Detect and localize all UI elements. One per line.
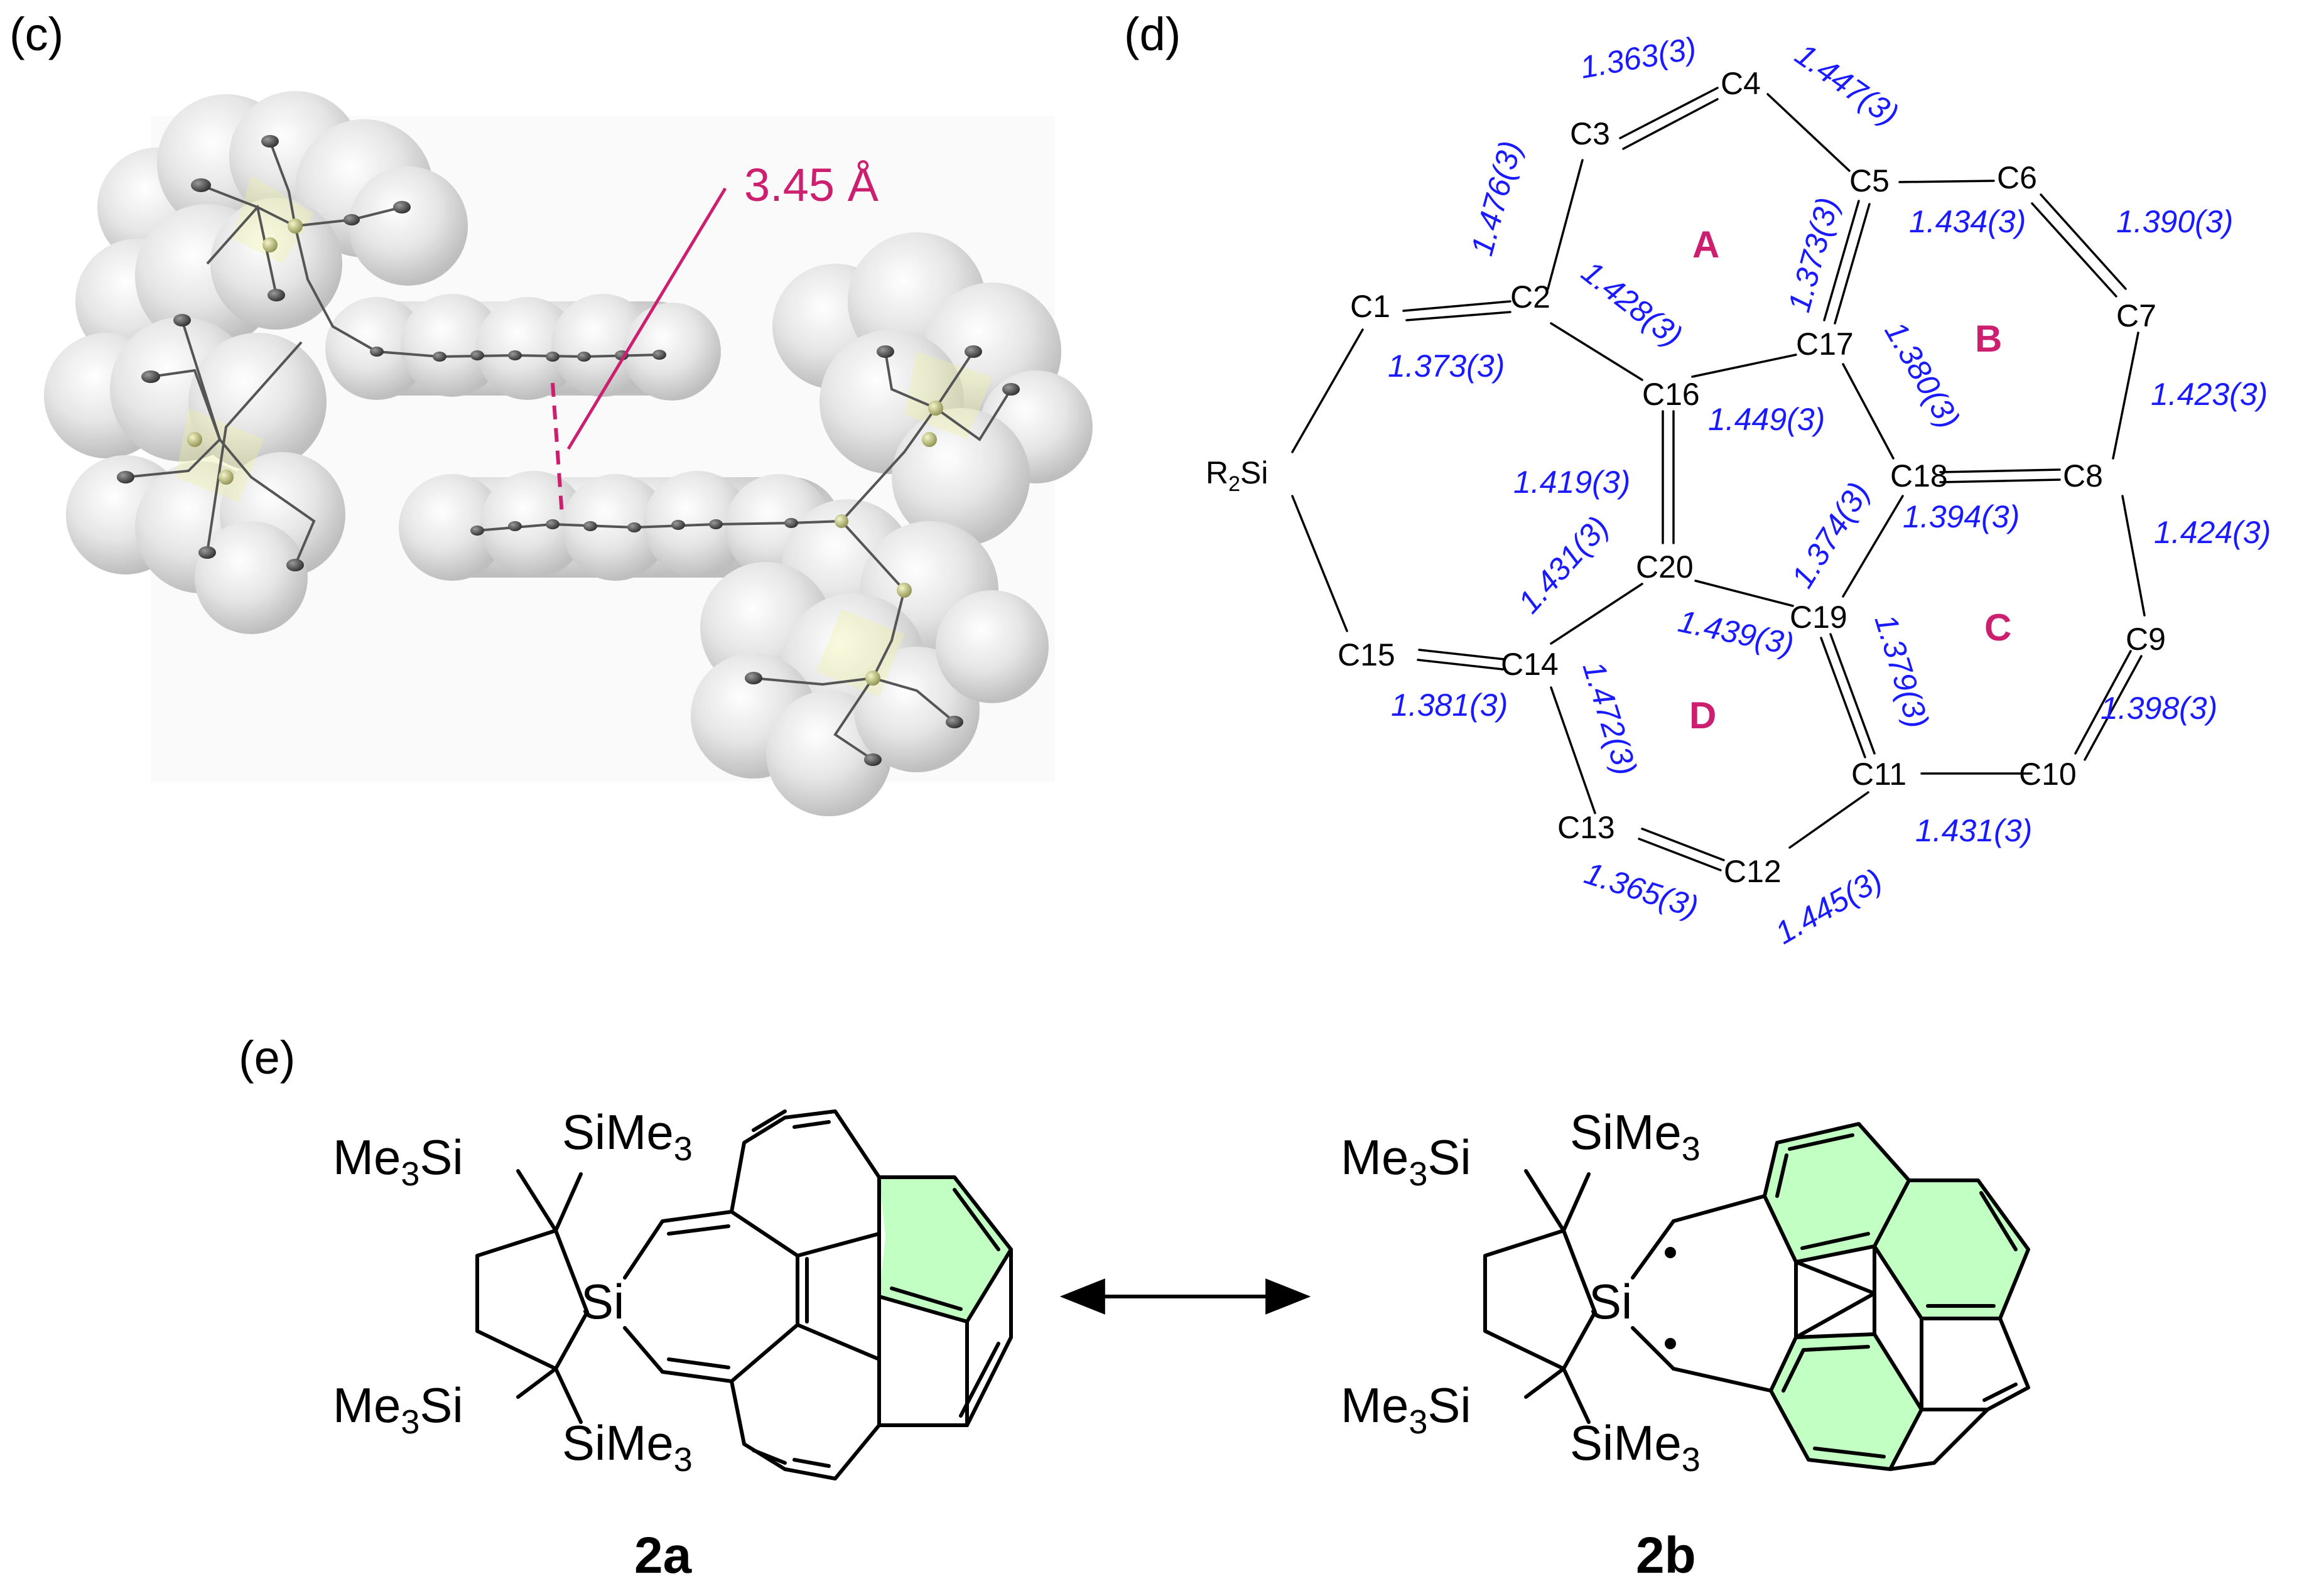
bond-length: 1.428(3) — [1575, 254, 1689, 354]
bond-length: 1.373(3) — [1782, 193, 1846, 315]
panel-e: (e) — [239, 1032, 2030, 1584]
bond-length: 1.379(3) — [1868, 610, 1935, 732]
atom-label: C3 — [1570, 116, 1610, 151]
bond-length: 1.380(3) — [1878, 316, 1967, 434]
atom-label: C16 — [1642, 377, 1700, 412]
bond-length: 1.424(3) — [2154, 515, 2271, 550]
atom-label: C11 — [1851, 757, 1906, 792]
bond-length: 1.423(3) — [2151, 377, 2268, 412]
ring-label-b: B — [1975, 318, 2002, 360]
radical-dot — [1665, 1338, 1676, 1349]
bond-length: 1.449(3) — [1708, 402, 1825, 437]
si-label: Si — [1589, 1274, 1632, 1329]
atom-label: C9 — [2126, 622, 2166, 657]
crystal-structure-image — [44, 91, 1093, 816]
atom-labels: C1 C2 C3 C4 C5 C6 C7 C8 C9 C10 C11 C12 C… — [1338, 66, 2166, 889]
panel-e-label: (e) — [239, 1032, 295, 1084]
atom-label: C6 — [1997, 160, 2037, 195]
svg-text:R2Si: R2Si — [1206, 455, 1268, 496]
pi-stacking-distance-marker — [551, 187, 727, 515]
aromatic-ring-highlight — [1765, 1124, 2028, 1469]
si-label: Si — [581, 1274, 624, 1329]
ortep-atoms — [117, 135, 1020, 766]
sime3-bottom-label: SiMe3 — [1570, 1415, 1701, 1479]
compound-label-2a: 2a — [634, 1527, 693, 1584]
atom-label: C7 — [2116, 298, 2156, 333]
bond-length: 1.373(3) — [1388, 348, 1505, 384]
bond-length: 1.447(3) — [1789, 36, 1905, 132]
bond-length: 1.365(3) — [1581, 855, 1702, 925]
sime3-top-label: SiMe3 — [562, 1104, 693, 1168]
atom-label: C1 — [1350, 289, 1390, 324]
bond-length: 1.381(3) — [1391, 687, 1508, 723]
structure-2b: Si Me3Si SiMe3 Me3Si SiMe3 2b — [1341, 1104, 2030, 1584]
bond-length: 1.431(3) — [1511, 509, 1616, 620]
bond-length: 1.390(3) — [2116, 204, 2233, 239]
atom-label: C19 — [1790, 600, 1847, 635]
bond-skeleton — [1291, 87, 2146, 871]
bond-length: 1.394(3) — [1903, 499, 2020, 534]
atom-label: C12 — [1724, 854, 1782, 889]
atom-label: C8 — [2063, 458, 2103, 493]
me3si-top-label: Me3Si — [1341, 1130, 1471, 1193]
panel-d-label: (d) — [1124, 8, 1181, 60]
distance-label: 3.45 Å — [744, 159, 879, 211]
bond-length: 1.419(3) — [1513, 465, 1630, 500]
atom-label: C4 — [1721, 66, 1761, 101]
bond-length: 1.476(3) — [1464, 137, 1528, 259]
ring-label-a: A — [1692, 224, 1719, 266]
panel-c-label: (c) — [9, 8, 63, 60]
bond-length-labels: 1.363(3) 1.447(3) 1.476(3) 1.373(3) 1.43… — [1388, 30, 2271, 951]
panel-c: (c) — [9, 8, 1093, 816]
ring-label-d: D — [1689, 694, 1716, 736]
bond-length: 1.445(3) — [1770, 862, 1888, 951]
bond-length: 1.363(3) — [1577, 30, 1699, 85]
atom-label: C15 — [1338, 637, 1395, 672]
bond-length: 1.472(3) — [1576, 657, 1643, 779]
me3si-top-label: Me3Si — [333, 1130, 463, 1193]
atom-label: C2 — [1510, 279, 1550, 315]
atom-label: C17 — [1796, 326, 1854, 362]
panel-d: (d) — [1124, 8, 2271, 951]
bond-length: 1.434(3) — [1909, 204, 2026, 239]
compound-label-2b: 2b — [1636, 1527, 1696, 1584]
ring-labels: A B C D — [1689, 224, 2011, 736]
structure-2a: Si Me3Si SiMe3 Me3Si SiMe3 2a — [333, 1104, 1013, 1584]
atom-label: C5 — [1849, 163, 1890, 198]
space-filling-model — [44, 91, 1093, 816]
bond-length: 1.439(3) — [1675, 603, 1797, 662]
aromatic-ring-highlight — [879, 1177, 1011, 1322]
silicon-atoms-highlight — [176, 176, 992, 697]
me3si-bottom-label: Me3Si — [333, 1378, 463, 1441]
r2si-substituent: R2Si — [1206, 455, 1268, 496]
atom-label: C18 — [1890, 458, 1948, 493]
sime3-top-label: SiMe3 — [1570, 1104, 1701, 1168]
sime3-bottom-label: SiMe3 — [562, 1415, 693, 1479]
bond-length: 1.398(3) — [2101, 691, 2217, 726]
bond-length: 1.374(3) — [1785, 476, 1876, 594]
atom-label: C20 — [1636, 549, 1694, 585]
atom-label: C13 — [1557, 810, 1615, 845]
radical-dot — [1665, 1247, 1676, 1258]
bond-length: 1.431(3) — [1915, 813, 2032, 848]
atom-label: C10 — [2019, 757, 2077, 792]
ring-label-c: C — [1984, 607, 2011, 649]
atom-label: C14 — [1501, 647, 1559, 682]
me3si-bottom-label: Me3Si — [1341, 1378, 1471, 1441]
